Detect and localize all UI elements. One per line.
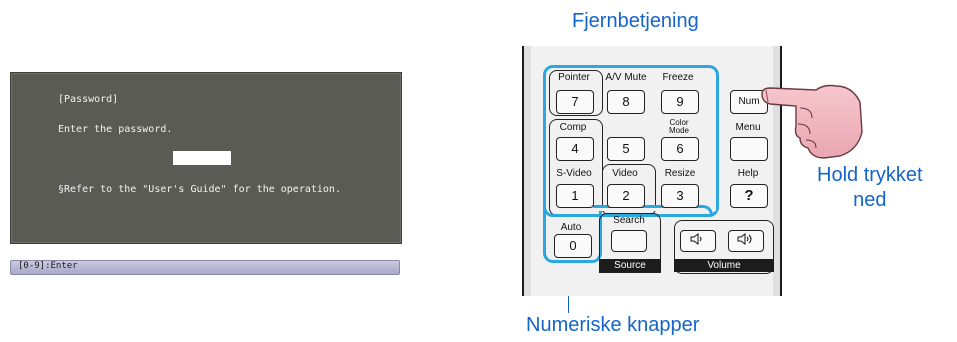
num-8-button[interactable]: 8 [607,90,645,114]
pointer-label: Pointer [558,72,590,83]
volume-up-button[interactable] [728,230,764,252]
color-label: Color [669,118,689,127]
num-6-button[interactable]: 6 [661,137,699,161]
num-9-button[interactable]: 9 [661,90,699,114]
video-label: Video [612,168,638,179]
numeric-highlight-top [543,65,719,217]
num-1-button[interactable]: 1 [556,184,594,208]
freeze-label: Freeze [662,72,694,83]
num-3-button[interactable]: 3 [661,184,699,208]
mode-label: Mode [668,126,689,135]
dialog-title: [Password] [58,94,119,105]
password-dialog: [Password] Enter the password. §Refer to… [10,72,402,244]
source-bar: Source [599,259,661,272]
menu-label: Menu [735,122,761,133]
help-label: Help [737,168,759,179]
remote-control: Pointer 7 A/V Mute 8 Freeze 9 Num Comp 4… [517,46,787,296]
volume-down-button[interactable] [680,230,716,252]
speaker-high-icon [737,233,755,248]
menu-button[interactable] [730,137,768,161]
search-label: Search [613,215,645,226]
svideo-label: S-Video [556,168,592,179]
search-button[interactable] [611,230,647,252]
num-2-button[interactable]: 2 [607,184,645,208]
highlight-gap [593,205,716,211]
numeric-caption: Numeriske knapper [526,314,700,336]
hold-caption: Hold trykket ned [817,163,923,213]
hold-caption-line1: Hold trykket [817,164,923,186]
resize-label: Resize [664,168,696,179]
pointing-finger-icon [760,78,870,173]
volume-group-outline [674,220,774,274]
numeric-highlight-joint [593,205,713,215]
remote-caption: Fjernbetjening [572,10,699,32]
color-mode-label: Color Mode [659,119,699,135]
num-7-button[interactable]: 7 [556,90,594,114]
num-5-button[interactable]: 5 [607,137,645,161]
password-input[interactable] [173,151,231,165]
hold-caption-line2: ned [853,189,887,211]
speaker-low-icon [690,233,706,248]
search-source-outline [599,213,661,273]
pointer-group-outline [549,70,603,116]
help-button[interactable]: ? [730,184,768,208]
auto-label: Auto [560,222,582,233]
av-mute-label: A/V Mute [605,72,647,83]
status-bar: [0-9]:Enter [10,260,400,275]
num-0-button[interactable]: 0 [554,234,592,258]
comp-label: Comp [559,122,587,133]
guide-note: §Refer to the "User's Guide" for the ope… [58,184,341,195]
password-prompt: Enter the password. [58,124,173,135]
num-4-button[interactable]: 4 [556,137,594,161]
status-bar-text: [0-9]:Enter [18,261,78,271]
volume-bar: Volume [674,259,774,272]
numeric-highlight-bottom [543,205,602,263]
